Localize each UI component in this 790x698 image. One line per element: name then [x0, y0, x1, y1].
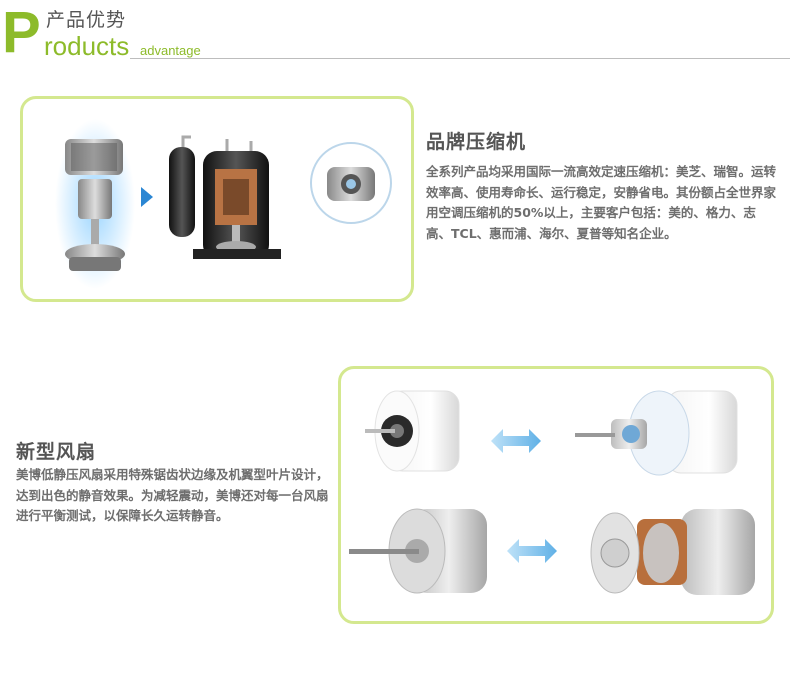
section2-title: 新型风扇: [16, 441, 97, 463]
header-en-title: roducts: [44, 31, 130, 61]
compressor-valve-image: [310, 142, 392, 224]
arrow-right-icon: [141, 187, 153, 207]
compressor-image-panel: [20, 96, 414, 302]
fan-motor-image: [349, 508, 487, 594]
header-big-letter: P: [2, 0, 41, 65]
fan-motor-image: [590, 509, 755, 595]
section2-text: 美博低静压风扇采用特殊锯齿状边缘及机翼型叶片设计，达到出色的静音效果。为减轻震动…: [16, 467, 329, 523]
header-divider: [130, 58, 790, 59]
fan-motor-illustration: [349, 390, 755, 595]
page-header: P 产品优势 roducts advantage: [0, 0, 790, 62]
fan-motor-image-panel: [338, 366, 774, 624]
double-arrow-icon: [507, 539, 557, 563]
fan-motor-image: [365, 390, 460, 472]
section1-text: 全系列产品均采用国际一流高效定速压缩机：美芝、瑞智。运转效率高、使用寿命长、运行…: [426, 164, 777, 241]
fan-motor-image: [575, 390, 738, 476]
compressor-exploded-image: [55, 119, 135, 289]
header-en-subtitle: advantage: [140, 43, 201, 58]
double-arrow-icon: [491, 429, 541, 453]
compressor-illustration: [55, 119, 392, 289]
compressor-image: [169, 135, 281, 259]
header-cn-title: 产品优势: [46, 9, 127, 31]
section1-title: 品牌压缩机: [426, 131, 527, 153]
